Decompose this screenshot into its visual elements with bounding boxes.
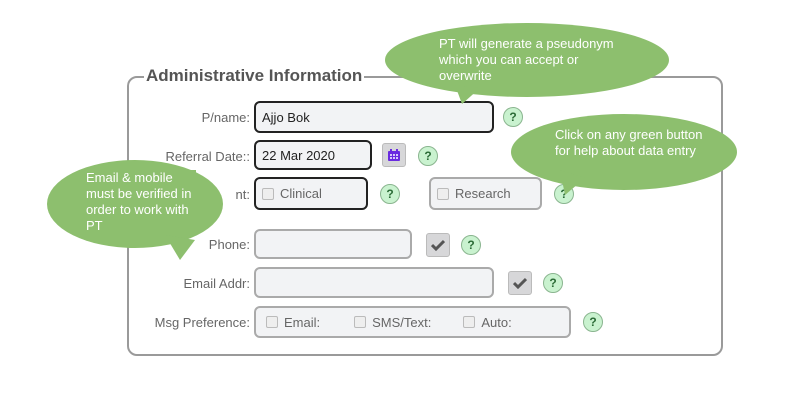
referral-date-label: Referral Date::	[165, 149, 250, 164]
email-input[interactable]	[254, 267, 494, 298]
msg-email-checkbox[interactable]	[266, 316, 278, 328]
clinical-label: Clinical	[280, 186, 322, 201]
pname-input[interactable]: Ajjo Bok	[254, 101, 494, 133]
help-icon-pname[interactable]: ?	[503, 107, 523, 127]
msg-auto-checkbox[interactable]	[463, 316, 476, 328]
verify-phone-button[interactable]	[426, 233, 450, 257]
msg-auto-label: Auto:	[481, 314, 512, 330]
phone-input[interactable]	[254, 229, 412, 259]
referral-date-input[interactable]: 22 Mar 2020	[254, 140, 372, 170]
calendar-button[interactable]	[382, 143, 406, 167]
msg-pref-label: Msg Preference:	[154, 315, 250, 330]
consent-label: nt:	[235, 187, 250, 202]
pname-label: P/name:	[201, 110, 250, 125]
msg-email-label: Email:	[284, 314, 321, 330]
email-label: Email Addr:	[183, 276, 250, 291]
callout-help-tail	[560, 170, 585, 195]
clinical-option[interactable]: Clinical	[254, 177, 368, 210]
callout-verify-tail	[165, 235, 195, 260]
clinical-checkbox[interactable]	[262, 187, 274, 200]
research-checkbox[interactable]	[437, 187, 449, 200]
checkmark-icon	[431, 239, 445, 251]
help-icon-msg-pref[interactable]: ?	[583, 312, 603, 332]
msg-sms-label: SMS/Text:	[372, 314, 432, 330]
callout-pseudonym: PT will generate a pseudonym which you c…	[439, 36, 629, 84]
callout-verify: Email & mobile must be verified in order…	[86, 170, 196, 234]
help-icon-referral-date[interactable]: ?	[418, 146, 438, 166]
msg-pref-group: Email: SMS/Text: Auto:	[254, 306, 571, 338]
research-label: Research	[455, 186, 511, 201]
msg-sms-checkbox[interactable]	[354, 316, 367, 328]
calendar-icon	[388, 149, 400, 161]
callout-pseudonym-tail	[455, 85, 480, 104]
fieldset-legend: Administrative Information	[144, 66, 365, 86]
help-icon-clinical[interactable]: ?	[380, 184, 400, 204]
phone-label: Phone:	[208, 237, 250, 252]
help-icon-phone[interactable]: ?	[461, 235, 481, 255]
verify-email-button[interactable]	[508, 271, 532, 295]
research-option[interactable]: Research	[429, 177, 542, 210]
help-icon-email[interactable]: ?	[543, 273, 563, 293]
callout-help: Click on any green button for help about…	[555, 127, 705, 159]
checkmark-icon	[513, 277, 527, 289]
